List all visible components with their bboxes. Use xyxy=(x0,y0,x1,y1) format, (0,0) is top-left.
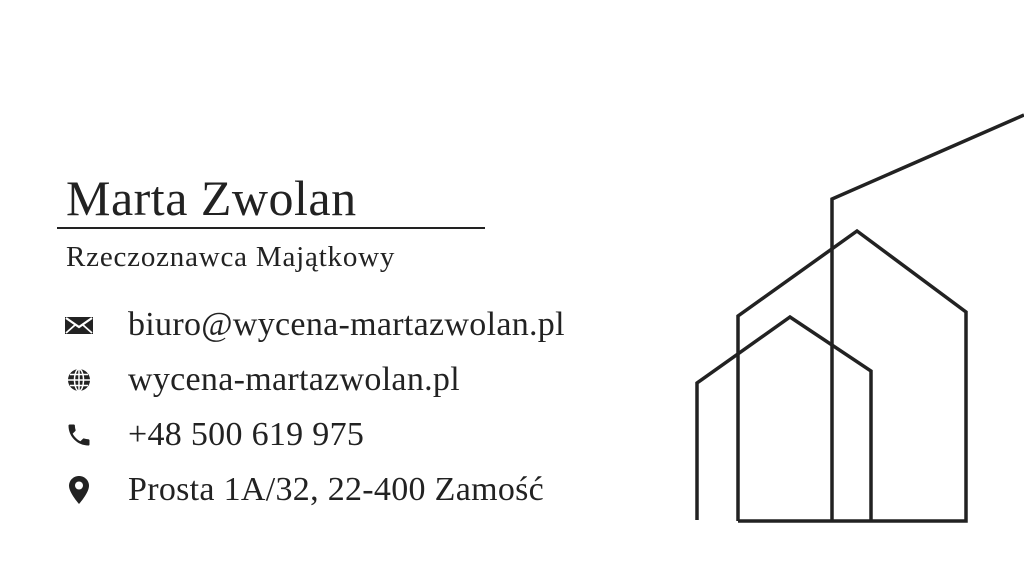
middle-house-outline xyxy=(736,228,968,523)
address-text: Prosta 1A/32, 22-400 Zamość xyxy=(128,471,545,508)
globe-icon xyxy=(60,368,98,392)
website-text[interactable]: wycena-martazwolan.pl xyxy=(128,361,460,398)
phone-icon xyxy=(60,421,98,449)
contact-website: wycena-martazwolan.pl xyxy=(60,360,460,400)
phone-text[interactable]: +48 500 619 975 xyxy=(128,416,365,453)
person-name: Marta Zwolan xyxy=(66,170,357,226)
contact-phone: +48 500 619 975 xyxy=(60,415,364,455)
job-title: Rzeczoznawca Majątkowy xyxy=(66,241,396,273)
envelope-icon xyxy=(60,314,98,336)
contact-email: biuro@wycena-martazwolan.pl xyxy=(60,305,565,345)
small-house-outline xyxy=(695,314,873,521)
contact-address: Prosta 1A/32, 22-400 Zamość xyxy=(60,470,544,510)
divider xyxy=(57,227,485,229)
location-pin-icon xyxy=(60,475,98,505)
email-text[interactable]: biuro@wycena-martazwolan.pl xyxy=(128,306,565,343)
tall-building-outline xyxy=(830,113,1024,520)
